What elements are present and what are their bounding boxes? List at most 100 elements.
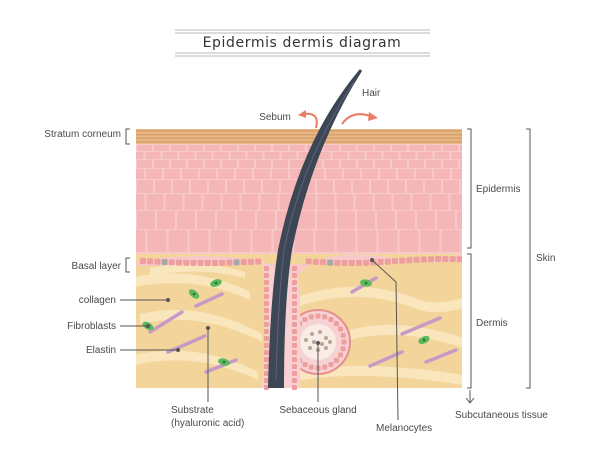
follicle-cell <box>292 385 297 390</box>
diagram-title: Epidermis dermis diagram <box>203 35 402 51</box>
basal-cell <box>348 259 355 266</box>
epidermis-cell <box>349 152 365 159</box>
basal-cell <box>248 258 254 265</box>
epidermis-cell <box>341 145 356 151</box>
skin-block <box>136 69 462 390</box>
basal-cell <box>384 258 391 265</box>
fibroblast-nucleus <box>364 281 368 285</box>
elastin-fibers <box>148 276 458 374</box>
epidermis-cell <box>297 211 315 229</box>
basal-cell <box>226 259 233 266</box>
leader-melanocytes <box>371 259 399 421</box>
epidermis-cell <box>213 152 229 159</box>
follicle-cell <box>264 336 269 341</box>
leader-dot-sebaceous-gland <box>316 341 320 345</box>
label-epidermis: Epidermis <box>476 184 520 195</box>
epidermis-cell <box>137 180 153 193</box>
elastin-fiber <box>148 310 184 334</box>
sebum-arrow-left <box>303 112 318 129</box>
epidermis-cell <box>247 152 263 159</box>
collagen-band <box>150 263 245 278</box>
label-collagen: collagen <box>79 295 116 306</box>
leader-dot-substrate <box>206 326 210 330</box>
sebaceous-gland-dot <box>310 332 314 336</box>
epidermis-cell <box>155 180 171 193</box>
epidermis-cell <box>375 145 390 151</box>
basal-cell <box>154 258 161 265</box>
epidermis-cell <box>434 152 450 159</box>
epidermis-cell <box>443 180 459 193</box>
basal-cell <box>334 259 341 266</box>
basal-cell <box>240 259 247 266</box>
collagen-band <box>300 286 462 313</box>
basal-cell <box>183 259 190 266</box>
epidermis-cell <box>227 180 243 193</box>
follicle-cell <box>292 287 297 292</box>
elastin-fiber <box>400 316 442 336</box>
sebaceous-gland-rim-cell <box>333 321 339 327</box>
basal-cell <box>219 259 226 266</box>
epidermis-cell <box>165 194 183 210</box>
epidermis-cell <box>257 211 275 229</box>
epidermis-cell <box>441 230 461 252</box>
epidermis-cell <box>452 169 462 179</box>
stratum-corneum-layer <box>136 129 462 144</box>
follicle-cell <box>264 266 269 271</box>
epidermis-cell <box>326 169 342 179</box>
epidermis-cells <box>136 145 462 252</box>
label-substrate-line2: (hyaluronic acid) <box>171 418 244 429</box>
basal-cell <box>168 259 175 266</box>
epidermis-cell <box>245 180 261 193</box>
fibroblast-nucleus <box>192 292 196 296</box>
elastin-fiber <box>166 334 207 354</box>
melanocyte-cell <box>233 259 240 266</box>
epidermis-cell <box>179 152 195 159</box>
stratum-corneum-stripe <box>136 137 462 140</box>
epidermis-cell <box>157 211 175 229</box>
epidermis-cell <box>461 180 462 193</box>
sebaceous-gland-rim-cell <box>308 314 314 320</box>
epidermis-cell <box>317 180 333 193</box>
sebaceous-gland-dot <box>328 340 332 344</box>
epidermis-cell <box>290 145 305 151</box>
label-substrate-line1: Substrate <box>171 405 214 416</box>
epidermis-cell <box>217 211 235 229</box>
follicle-cell <box>292 343 297 348</box>
hair-inner-highlight <box>275 81 355 381</box>
follicle-cell <box>292 336 297 341</box>
epidermis-cell <box>362 169 378 179</box>
epidermis-cell <box>188 160 203 168</box>
epidermis-cell <box>146 169 162 179</box>
sebaceous-gland-dot <box>304 338 308 342</box>
epidermis-cell <box>210 230 230 252</box>
epidermis-cell <box>222 145 237 151</box>
bracket-epidermis <box>467 128 472 249</box>
epidermis-cell <box>230 152 246 159</box>
epidermis-cell <box>332 152 348 159</box>
sebaceous-gland-rim-cell <box>315 313 321 319</box>
follicle-cell <box>264 273 269 278</box>
epidermis-cell <box>336 194 354 210</box>
follicle-cell <box>292 315 297 320</box>
follicle-cell <box>264 294 269 299</box>
epidermis-cell <box>374 194 392 210</box>
epidermis-cell <box>417 152 433 159</box>
epidermis-cell <box>397 211 415 229</box>
label-skin: Skin <box>536 253 555 264</box>
follicle-cell <box>292 329 297 334</box>
epidermis-cell <box>460 145 462 151</box>
epidermis-cell <box>431 194 449 210</box>
sebaceous-gland-rim-cell <box>302 316 308 322</box>
elastin-fiber <box>424 348 458 364</box>
sebaceous-gland-dots <box>304 330 332 352</box>
sebaceous-gland-rim-cell <box>322 364 328 370</box>
follicle-cell <box>292 322 297 327</box>
epidermis-cell <box>315 230 335 252</box>
label-elastin: Elastin <box>86 345 116 356</box>
basal-cell <box>377 259 384 266</box>
label-basal-layer: Basal layer <box>72 261 122 272</box>
sebaceous-gland-rim-cell <box>308 364 314 370</box>
epidermis-cell <box>147 230 167 252</box>
epidermis-cell <box>398 169 414 179</box>
collagen-band <box>136 273 250 300</box>
